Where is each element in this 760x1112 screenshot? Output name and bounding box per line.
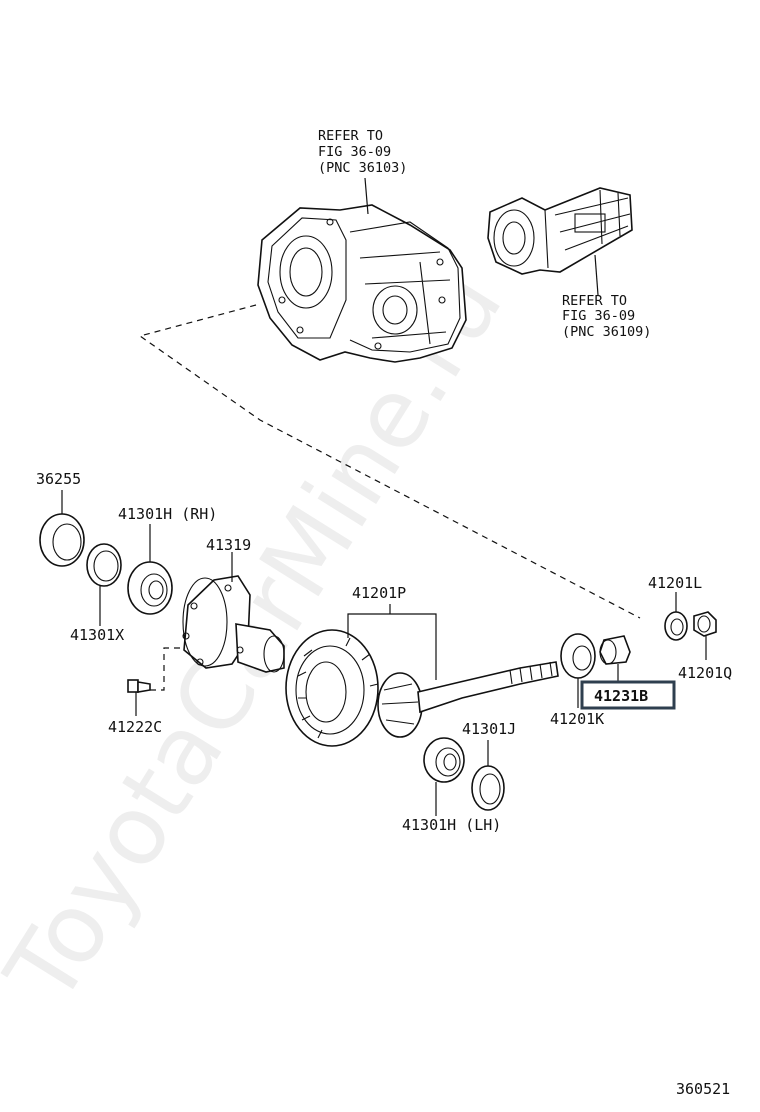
nut-41201Q: [693, 611, 717, 637]
label-41301H-lh: 41301H (LH): [402, 816, 501, 834]
label-41201L: 41201L: [648, 574, 702, 592]
bolt-41222C: [127, 679, 151, 693]
label-41301H-rh: 41301H (RH): [118, 505, 217, 523]
label-41201K: 41201K: [550, 710, 604, 728]
refer-note-housing-line-2: FIG 36-09: [318, 144, 391, 160]
refer-note-housing-line-3: (PNC 36103): [318, 160, 407, 176]
assembly-line: [138, 304, 641, 619]
label-36255: 36255: [36, 470, 81, 488]
seal-36255: [39, 513, 85, 567]
ring-gear-41201P: [285, 629, 379, 747]
flange-41319: [182, 575, 285, 673]
label-41301J: 41301J: [462, 720, 516, 738]
refer-note-housing-line-1: REFER TO: [318, 128, 383, 144]
label-41222C: 41222C: [108, 718, 162, 736]
refer-note-extension-line-1: REFER TO: [562, 293, 627, 309]
label-41319: 41319: [206, 536, 251, 554]
label-41301X: 41301X: [70, 626, 124, 644]
label-41231B[interactable]: 41231B: [594, 687, 648, 705]
shim-41301J: [471, 765, 505, 811]
bearing-41301H-lh: [423, 737, 465, 783]
extension-housing-illustration: [487, 187, 633, 275]
refer-note-extension-line-3: (PNC 36109): [562, 324, 651, 340]
figure-number: 360521: [676, 1080, 730, 1098]
bearing-41201K: [560, 633, 596, 679]
refer-note-extension-line-2: FIG 36-09: [562, 308, 635, 324]
highlight-box-41231B: [580, 680, 676, 710]
drive-pinion-41201P: [377, 661, 559, 738]
shim-41301X: [86, 543, 122, 587]
label-41201P: 41201P: [352, 584, 406, 602]
washer-41201L: [664, 611, 688, 641]
label-41201Q: 41201Q: [678, 664, 732, 682]
transfer-housing-illustration: [257, 204, 467, 363]
spacer-41231B: [599, 635, 631, 665]
bearing-41301H-rh: [127, 561, 173, 615]
